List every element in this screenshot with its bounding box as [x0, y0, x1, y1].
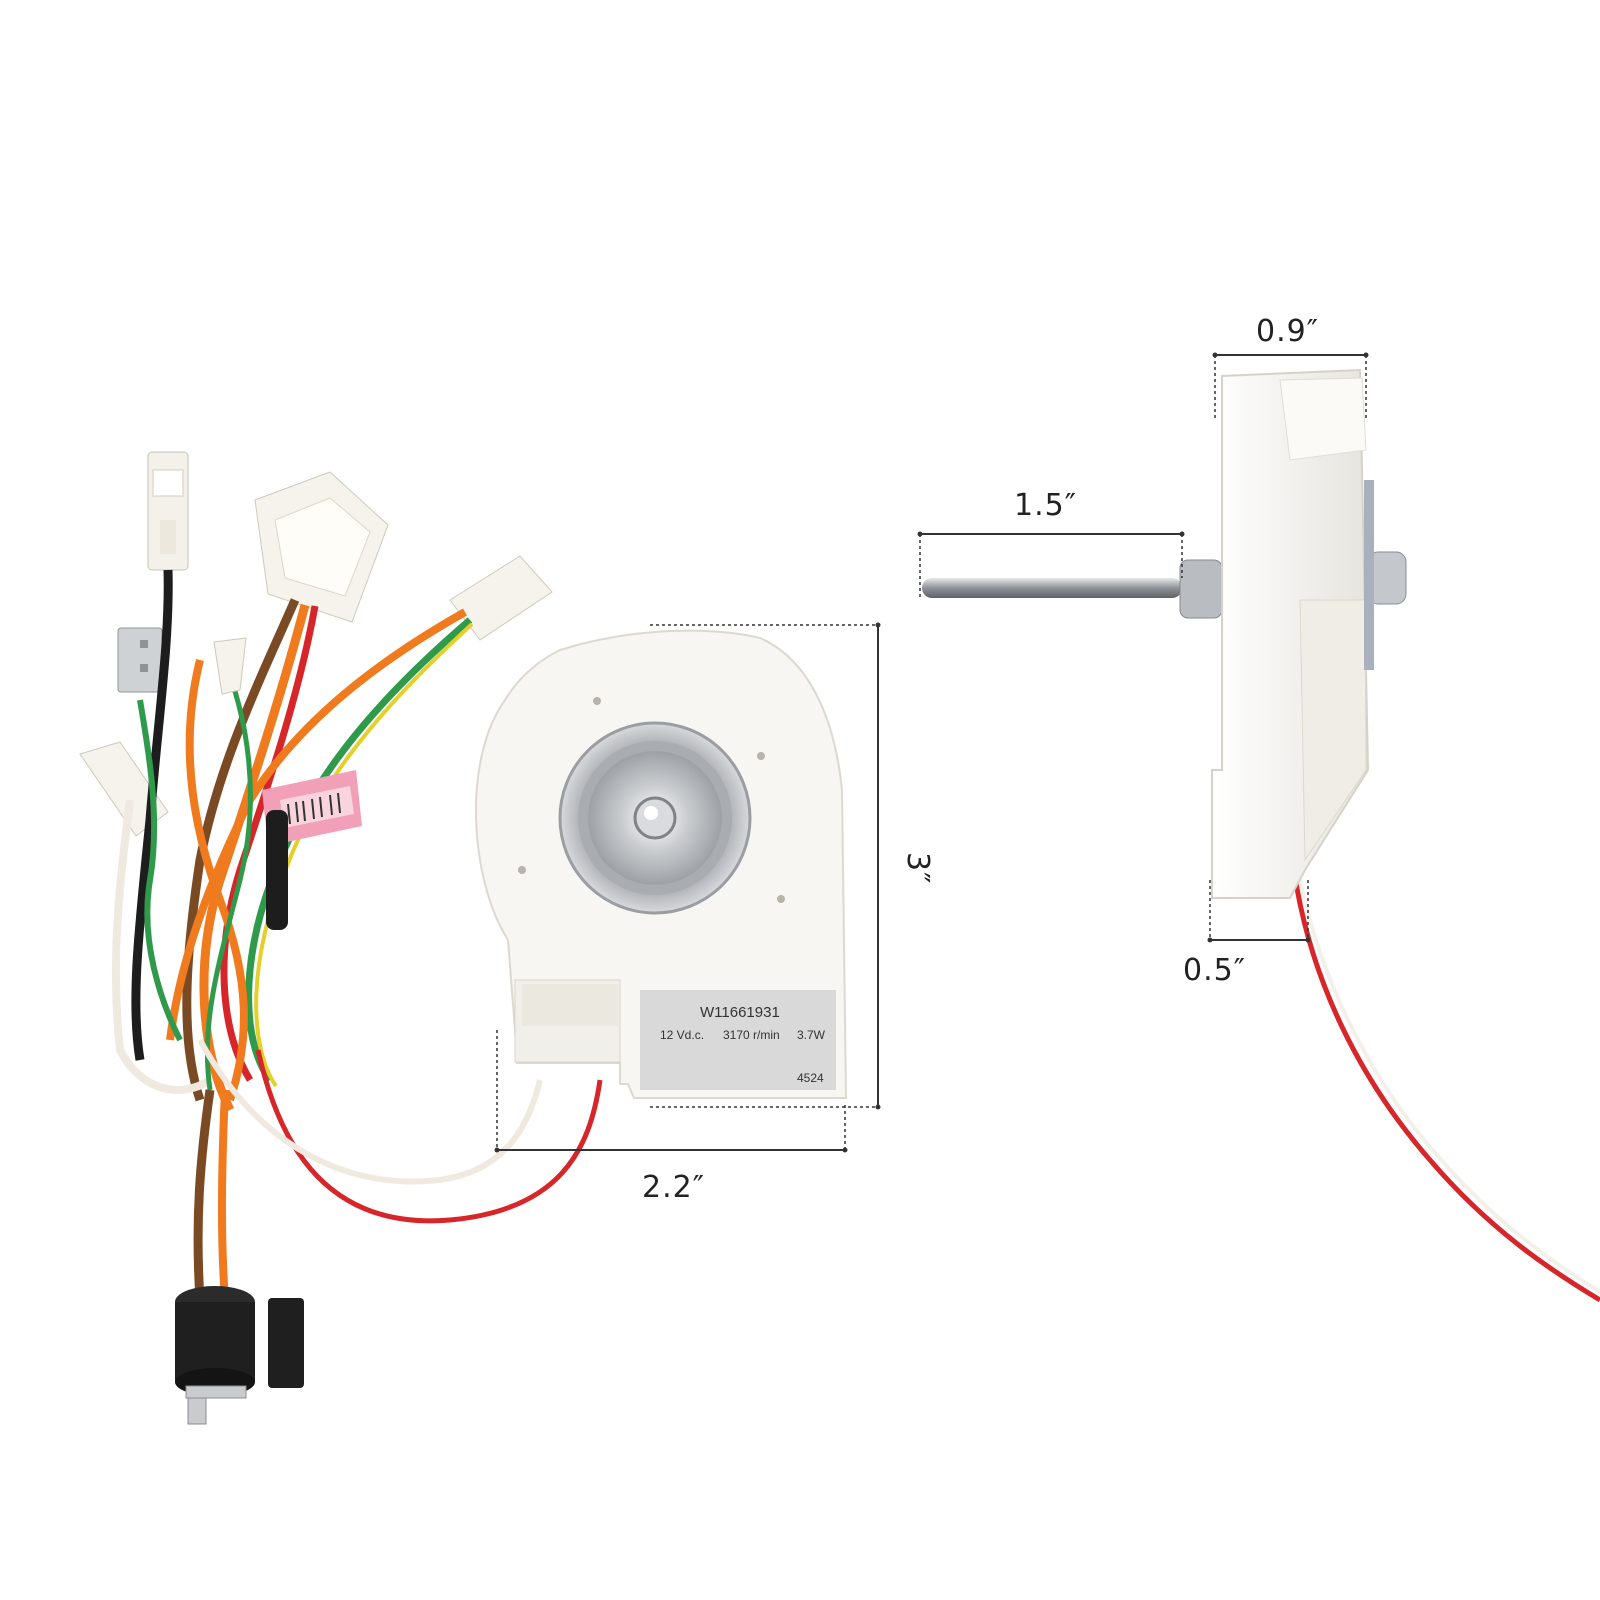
connector-top-small [147, 451, 189, 571]
depth-label: 0.9″ [1256, 314, 1319, 349]
dimension-depth: 0.9″ [1212, 314, 1369, 420]
label-voltage: 12 Vd.c. [660, 1028, 704, 1042]
connector-top-large [254, 471, 389, 623]
motor-shaft [922, 578, 1182, 598]
dimension-hub: 0.5″ [1183, 880, 1311, 988]
motor-side-view: 0.9″ 1.5″ 0.5″ [917, 314, 1600, 1303]
label-speed: 3170 r/min [723, 1028, 780, 1042]
motor-front-view: W11661931 12 Vd.c. 3170 r/min 3.7W 4524 … [474, 622, 935, 1205]
height-label: 3″ [900, 852, 935, 884]
dimension-height: 3″ [650, 622, 935, 1110]
motor-label: W11661931 12 Vd.c. 3170 r/min 3.7W 4524 [640, 990, 836, 1090]
spade-terminal [117, 627, 163, 693]
label-code: 4524 [797, 1071, 824, 1085]
dimension-shaft-length: 1.5″ [917, 488, 1185, 598]
thermal-fuse [175, 1286, 304, 1425]
width-label: 2.2″ [642, 1170, 705, 1205]
dimension-width: 2.2″ [494, 1030, 848, 1205]
wire-harness [79, 451, 603, 1425]
connector-left-small [79, 741, 169, 837]
label-power: 3.7W [797, 1028, 826, 1042]
shaft-length-label: 1.5″ [1014, 488, 1077, 523]
label-part-number: W11661931 [700, 1004, 780, 1021]
hub-label: 0.5″ [1183, 953, 1246, 988]
